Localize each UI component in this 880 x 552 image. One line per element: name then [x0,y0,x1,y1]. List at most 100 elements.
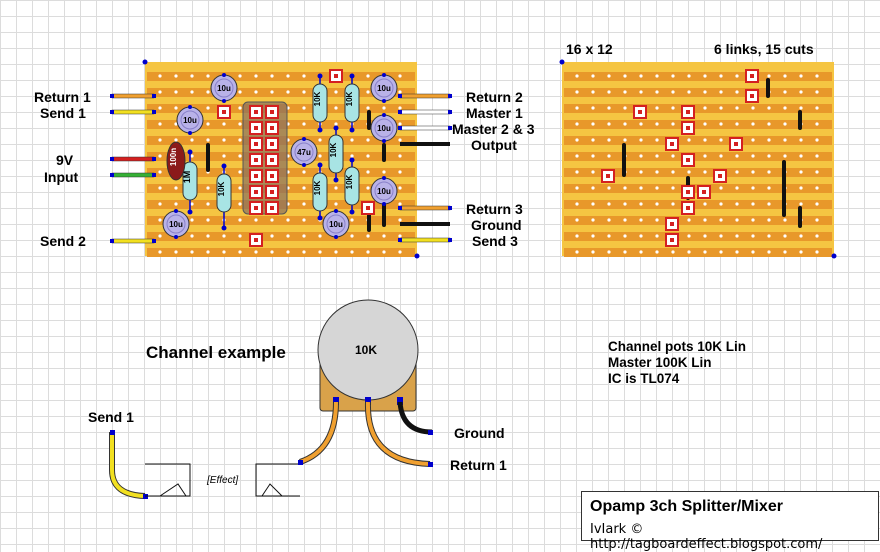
hole [607,154,611,158]
copper-strip [147,232,415,241]
hole [767,122,771,126]
hole [270,250,274,254]
hole [302,90,306,94]
hole [591,106,595,110]
hole [799,234,803,238]
hole [639,202,643,206]
hole [607,234,611,238]
hole [703,154,707,158]
resistor-10k: 10K [344,73,360,133]
hole [158,234,162,238]
hole [607,90,611,94]
hole [398,186,402,190]
hole [703,74,707,78]
hole [623,234,627,238]
hole [174,186,178,190]
capacitor-10u: 10u [162,209,190,239]
jack-return [255,463,300,497]
hole [174,122,178,126]
note-master-pot: Master 100K Lin [608,355,712,370]
hole [671,154,675,158]
hole [302,234,306,238]
resistor-10k: 10K [344,157,360,215]
hole [158,154,162,158]
hole [783,250,787,254]
hole [350,250,354,254]
hole [703,122,707,126]
label-output: Output [471,137,517,153]
corner-marker [414,253,420,259]
channel-send1-label: Send 1 [88,409,134,425]
hole [206,106,210,110]
svg-text:10K: 10K [217,181,226,196]
hole [719,122,723,126]
copper-strip [564,216,832,225]
hole [190,138,194,142]
hole [398,90,402,94]
hole [334,202,338,206]
corner-marker [559,59,565,65]
hole [687,74,691,78]
hole [655,154,659,158]
hole [735,122,739,126]
hole [671,106,675,110]
hole [158,186,162,190]
hole [607,202,611,206]
pot-value: 10K [355,343,378,357]
channel-example-diagram [109,299,433,499]
hole [575,154,579,158]
hole [799,250,803,254]
hole [639,74,643,78]
hole [623,90,627,94]
capacitor-10u: 10u [210,73,238,103]
hole [623,250,627,254]
hole [623,218,627,222]
hole [591,186,595,190]
copper-strip [564,152,832,161]
hole [799,106,803,110]
hole [174,202,178,206]
hole [655,122,659,126]
hole [190,218,194,222]
channel-ground-label: Ground [454,425,505,441]
hole [703,250,707,254]
hole [382,170,386,174]
corner-marker [142,59,148,65]
effect-label: [Effect] [207,475,239,486]
hole [655,138,659,142]
channel-example-title: Channel example [146,343,286,362]
hole [350,234,354,238]
hole [238,106,242,110]
hole [719,154,723,158]
hole [799,154,803,158]
svg-text:10K: 10K [329,142,338,157]
hole [591,250,595,254]
hole [206,90,210,94]
hole [639,90,643,94]
hole [735,250,739,254]
hole [655,218,659,222]
hole [655,202,659,206]
hole [591,90,595,94]
hole [607,122,611,126]
resistor-10k: 10K [312,162,328,221]
hole [238,170,242,174]
hole [639,138,643,142]
hole [206,138,210,142]
hole [607,250,611,254]
hole [174,250,178,254]
capacitor-47u: 47u [290,137,318,167]
copper-strip [147,72,415,81]
hole [639,186,643,190]
hole [687,90,691,94]
hole [238,154,242,158]
hole [398,218,402,222]
hole [366,170,370,174]
hole [703,138,707,142]
hole [158,74,162,78]
hole [206,218,210,222]
resistor-10k: 10K [328,125,344,183]
svg-text:10u: 10u [169,220,183,229]
hole [238,186,242,190]
hole [254,74,258,78]
